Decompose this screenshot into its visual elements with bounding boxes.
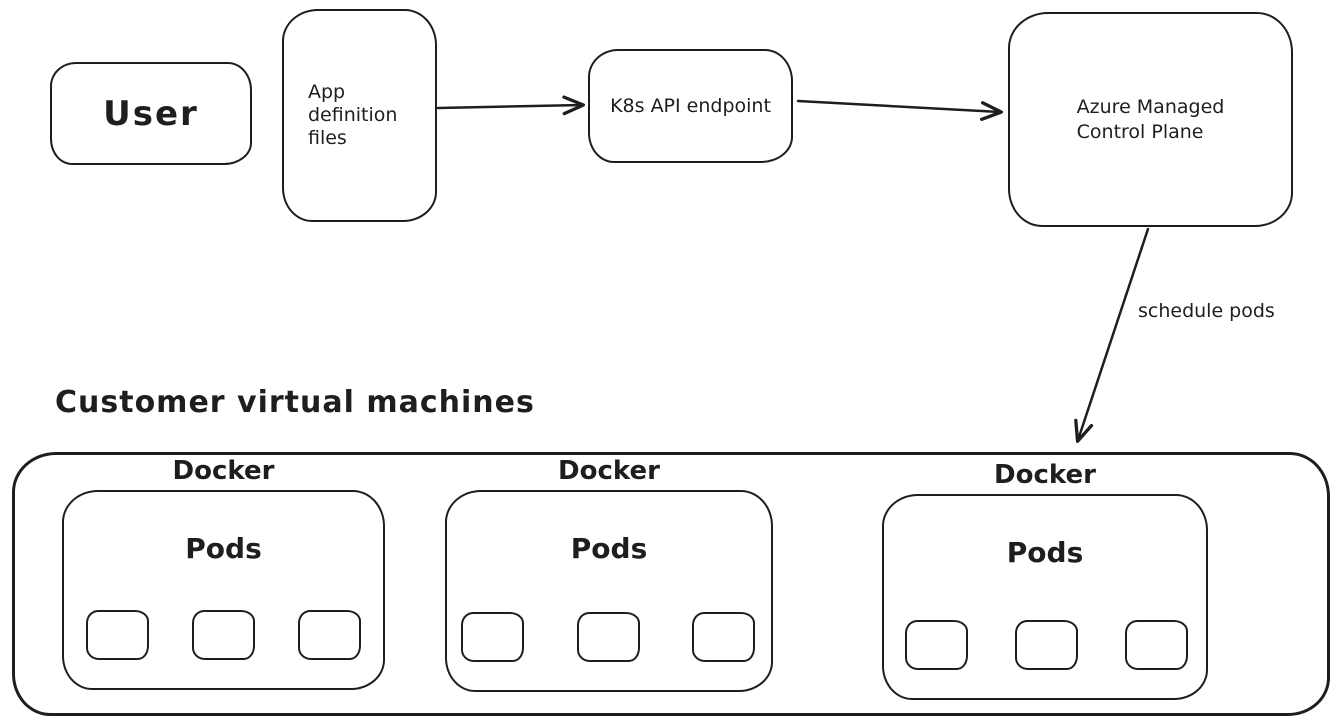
docker-group-1: Docker Pods [62, 456, 385, 690]
azure-control-plane-node: Azure Managed Control Plane [1008, 12, 1293, 227]
app-definition-node: App definition files [282, 9, 437, 222]
app-definition-node-label: App definition files [308, 81, 398, 149]
pods-label: Pods [570, 532, 648, 565]
container-box [192, 610, 255, 660]
docker-group-3: Docker Pods [882, 460, 1208, 700]
arrow-app-to-k8s [436, 95, 586, 116]
arrow-k8s-to-control-plane [796, 99, 1004, 121]
k8s-api-endpoint-node-label: K8s API endpoint [610, 95, 771, 117]
docker-label: Docker [172, 456, 275, 486]
cluster-title: Customer virtual machines [55, 385, 535, 420]
container-box [1125, 620, 1188, 670]
pods-label: Pods [185, 532, 262, 565]
arrow-schedule-pods [1074, 227, 1150, 443]
containers-row [884, 620, 1206, 670]
pods-box: Pods [882, 494, 1208, 700]
container-box [905, 620, 968, 670]
container-box [86, 610, 149, 660]
container-box [1015, 620, 1078, 670]
containers-row [64, 610, 383, 660]
docker-group-2: Docker Pods [445, 456, 773, 692]
docker-label: Docker [558, 456, 660, 486]
container-box [576, 612, 640, 662]
container-box [692, 612, 755, 662]
containers-row [447, 612, 771, 662]
pods-box: Pods [62, 490, 385, 690]
k8s-api-endpoint-node: K8s API endpoint [588, 49, 793, 163]
container-box [461, 612, 524, 662]
user-node-label: User [103, 93, 199, 134]
schedule-pods-edge-label: schedule pods [1138, 300, 1275, 322]
docker-label: Docker [994, 460, 1096, 490]
pods-label: Pods [1006, 536, 1084, 569]
azure-control-plane-node-label: Azure Managed Control Plane [1076, 95, 1225, 143]
pods-box: Pods [445, 490, 773, 692]
user-node: User [50, 62, 252, 165]
container-box [298, 610, 361, 660]
